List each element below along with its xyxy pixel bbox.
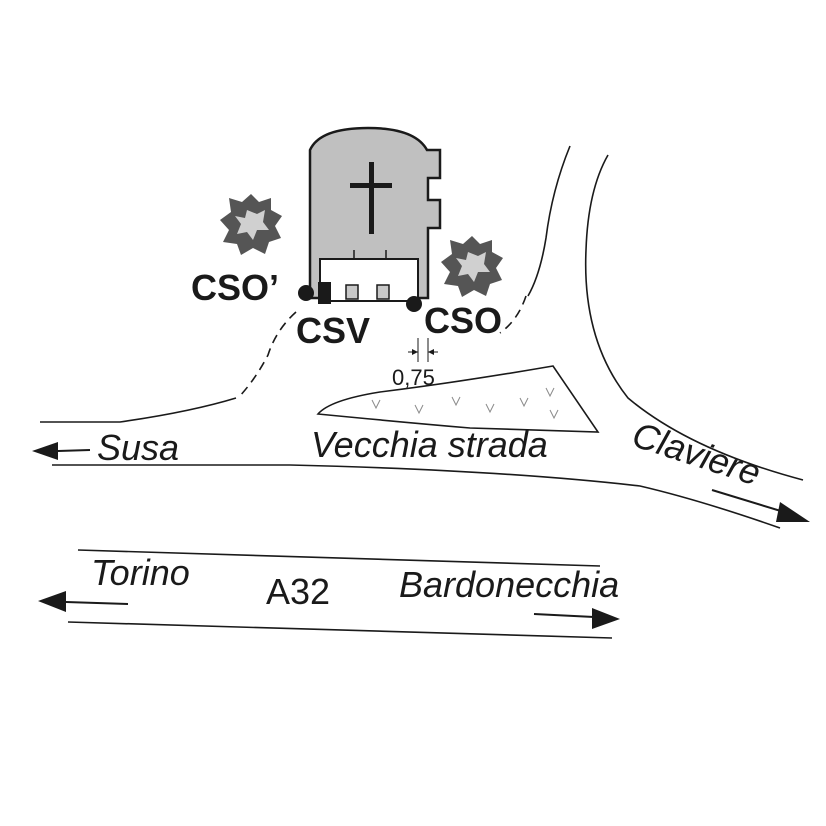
label-cso: CSO xyxy=(424,300,502,341)
church-window xyxy=(345,284,359,300)
label-cso-prime: CSO’ xyxy=(191,267,279,308)
arrow-right-bardonecchia xyxy=(533,608,620,629)
label-distance: 0,75 xyxy=(392,365,435,390)
arrow-left-torino xyxy=(38,591,129,612)
label-a32: A32 xyxy=(266,571,330,612)
cross-icon xyxy=(369,162,374,234)
arrow-right-claviere xyxy=(711,489,810,522)
footpath-left xyxy=(237,311,297,399)
grass-marks xyxy=(371,387,559,420)
road-susa-upper xyxy=(40,397,237,423)
motorway-upper-edge xyxy=(77,549,601,567)
road-claviere-left xyxy=(527,145,571,297)
church-window xyxy=(376,284,390,300)
footpath-right xyxy=(499,295,527,334)
tree-icon xyxy=(441,236,503,297)
church-with-cross-icon xyxy=(308,126,442,304)
cso-prime-point xyxy=(298,285,314,301)
label-csv: CSV xyxy=(296,310,370,351)
motorway-lower-edge xyxy=(67,621,613,639)
label-torino: Torino xyxy=(91,552,190,593)
label-claviere: Claviere xyxy=(628,414,766,494)
old-road-island xyxy=(316,365,600,433)
tree-icon xyxy=(220,194,282,255)
cso-point xyxy=(406,296,422,312)
road-claviere-right xyxy=(584,154,804,481)
label-susa: Susa xyxy=(97,427,179,468)
label-bardonecchia: Bardonecchia xyxy=(399,564,619,605)
distance-dimension xyxy=(408,338,438,362)
church-door xyxy=(318,282,331,304)
road-main-lower xyxy=(52,464,781,529)
label-vecchia-strada: Vecchia strada xyxy=(311,424,548,465)
arrow-left-susa xyxy=(32,442,91,460)
